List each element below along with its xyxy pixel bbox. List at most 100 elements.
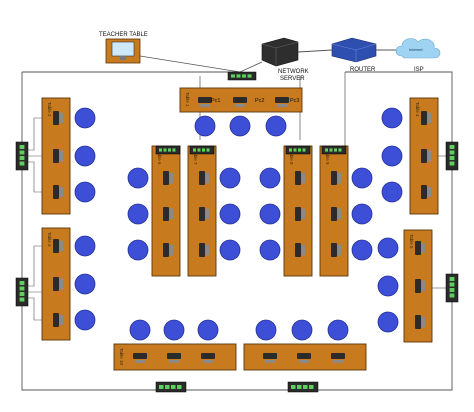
left-switch-2: [15, 277, 29, 307]
chair-icon: [129, 319, 151, 341]
keyboard-icon: [200, 104, 210, 107]
chair-icon: [127, 167, 149, 189]
computer-workstation-icon: [163, 243, 169, 257]
keyboard-icon: [428, 187, 431, 197]
chair-icon: [259, 203, 281, 225]
keyboard-icon: [422, 317, 425, 327]
table-9-label: Table 9: [325, 150, 330, 165]
table-11-chair: [255, 319, 277, 341]
switch-port: [168, 148, 171, 152]
computer-workstation-icon: [295, 243, 301, 257]
switch-port: [19, 156, 25, 160]
table-7-chair: [219, 239, 241, 261]
chair-icon: [163, 319, 185, 341]
table-1-chair: [265, 115, 287, 137]
keyboard-icon: [60, 187, 63, 197]
devices-layer: [15, 71, 459, 393]
computer-workstation-icon: [201, 353, 215, 359]
chair-icon: [229, 115, 251, 137]
switch-port: [197, 148, 201, 152]
keyboard-icon: [277, 104, 287, 107]
chair-icon: [74, 273, 96, 295]
keyboard-icon: [60, 279, 63, 289]
internet-cloud-icon: [395, 38, 441, 59]
teacher-table: TEACHER TABLE: [99, 32, 148, 64]
left-switch-1-cable: [28, 117, 42, 193]
switch-port: [325, 148, 328, 152]
keyboard-icon: [206, 173, 209, 183]
chair-icon: [219, 167, 241, 189]
switch-port: [302, 148, 306, 152]
table-5-chair: [377, 275, 399, 297]
switch-port: [293, 148, 297, 152]
table-1-workstation: [198, 97, 212, 107]
keyboard-icon: [422, 243, 425, 253]
chair-icon: [381, 181, 403, 203]
switch-port: [19, 297, 25, 302]
center-right-switch-b: [321, 145, 347, 155]
table-11-workstation: [331, 353, 345, 363]
computer-workstation-icon: [163, 207, 169, 221]
table-6-chair: [127, 239, 149, 261]
table-4-chair: [381, 181, 403, 203]
computer-workstation-icon: [53, 239, 59, 253]
switch-port: [449, 161, 455, 166]
teacher-table-label: TEACHER TABLE: [99, 32, 148, 38]
switch-port: [193, 148, 196, 152]
table-9-workstation: [331, 243, 341, 257]
keyboard-icon: [299, 360, 309, 363]
switch-port: [19, 150, 25, 155]
top-switch: [227, 71, 257, 81]
table-1-workstation: [233, 97, 247, 107]
keyboard-icon: [333, 360, 343, 363]
chair-icon: [265, 115, 287, 137]
computer-workstation-icon: [53, 277, 59, 291]
table-7-chair: [219, 203, 241, 225]
table-3-chair: [74, 235, 96, 257]
switch-port: [449, 145, 455, 149]
table-10-chair: [197, 319, 219, 341]
router: ROUTER: [331, 37, 377, 73]
computer-workstation-icon: [263, 353, 277, 359]
table-4-workstation: [421, 185, 431, 199]
chair-icon: [259, 239, 281, 261]
chair-icon: [127, 239, 149, 261]
table-1-workstation: [275, 97, 289, 107]
table-2-workstation: [53, 111, 63, 125]
center-left-switch-b: [189, 145, 215, 155]
computer-workstation-icon: [163, 171, 169, 185]
monitor-stand-icon: [120, 56, 126, 60]
keyboard-icon: [302, 209, 305, 219]
computer-workstation-icon: [331, 353, 345, 359]
computer-workstation-icon: [198, 97, 212, 103]
keyboard-icon: [60, 315, 63, 325]
keyboard-icon: [203, 360, 213, 363]
table-7-label: Table 7: [193, 150, 198, 165]
computer-workstation-icon: [415, 241, 421, 255]
computer-workstation-icon: [331, 243, 337, 257]
computer-workstation-icon: [331, 171, 337, 185]
switch-port: [449, 156, 455, 160]
switch-port: [449, 277, 455, 281]
table-10-workstation: [133, 353, 147, 363]
switch-port: [247, 74, 252, 78]
keyboard-icon: [170, 245, 173, 255]
computer-workstation-icon: [297, 353, 311, 359]
table-2-chair: [74, 181, 96, 203]
computer-workstation-icon: [421, 149, 427, 163]
computer-workstation-icon: [421, 111, 427, 125]
chair-icon: [351, 239, 373, 261]
pc1-label: Pc1: [211, 98, 220, 104]
table-6-chair: [127, 203, 149, 225]
switch-port: [19, 292, 25, 296]
table-10-chair: [163, 319, 185, 341]
computer-workstation-icon: [415, 279, 421, 293]
table-5-chair: [377, 237, 399, 259]
chair-icon: [381, 145, 403, 167]
computer-workstation-icon: [295, 171, 301, 185]
chair-icon: [74, 235, 96, 257]
computer-workstation-icon: [53, 185, 59, 199]
computer-workstation-icon: [53, 313, 59, 327]
keyboard-icon: [60, 241, 63, 251]
keyboard-icon: [302, 173, 305, 183]
